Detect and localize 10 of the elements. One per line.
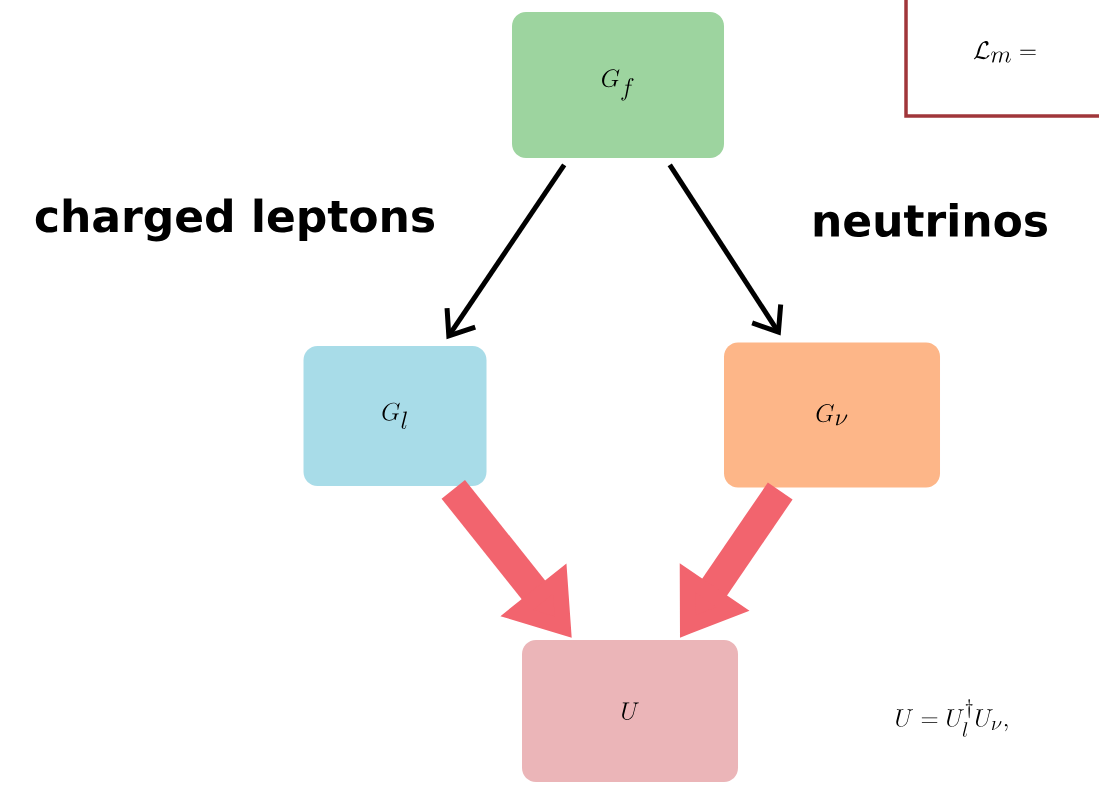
math-box: $G_\nu$ — [724, 342, 940, 488]
edge-label: neutrinos — [814, 203, 1047, 238]
arrow — [444, 163, 567, 340]
math-box: $U$ — [522, 640, 738, 782]
arrow — [667, 163, 784, 336]
equation: $U = U_l^{\dagger} U_{\nu},$ — [896, 699, 1008, 737]
edge-label: charged leptons — [35, 198, 434, 242]
equation-box: $\mathcal{L}_m =$ — [904, 0, 1099, 118]
math-box: $G_f$ — [512, 12, 724, 158]
math-box: $G_l$ — [303, 346, 487, 486]
